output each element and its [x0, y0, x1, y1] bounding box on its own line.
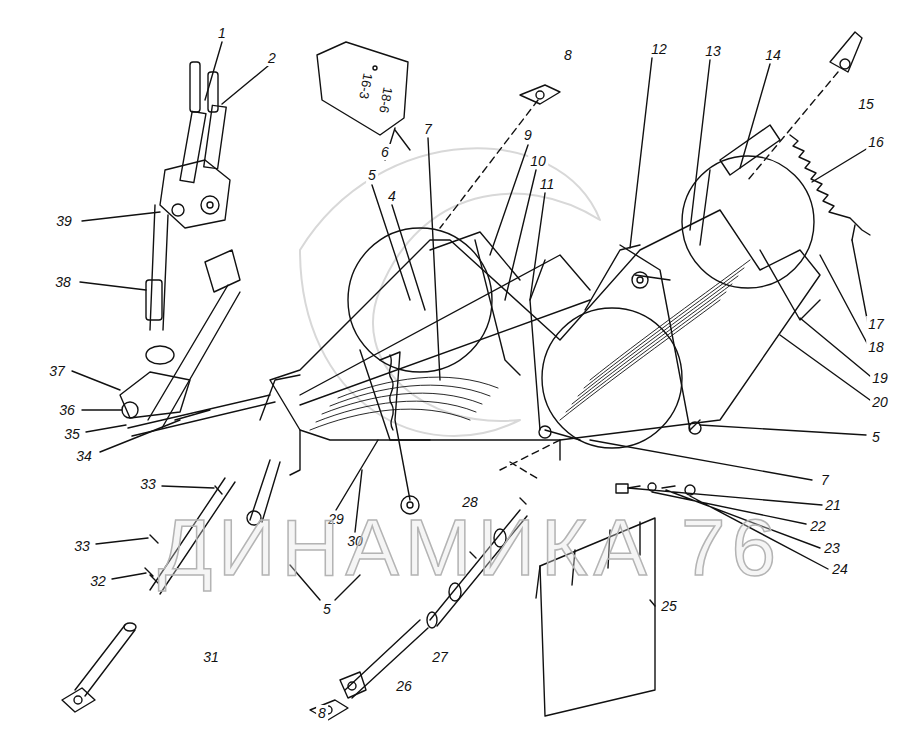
callout-number: 12 [649, 41, 669, 57]
callout-number: 20 [870, 394, 890, 410]
callout-number: 7 [819, 472, 831, 488]
callout-number: 14 [763, 47, 783, 63]
callout-number: 26 [394, 678, 414, 694]
callout-number: 11 [538, 176, 557, 192]
callout-number: 22 [808, 518, 828, 534]
callout-number: 27 [430, 649, 450, 665]
callout-number: 24 [830, 561, 850, 577]
watermark: ДИНАМИКА 76 [158, 508, 782, 588]
callout-number: 5 [321, 601, 333, 617]
callout-number: 17 [866, 316, 886, 332]
callout-number: 13 [703, 43, 723, 59]
callout-number: 8 [316, 705, 328, 721]
callout-number: 10 [528, 153, 548, 169]
callout-number: 8 [562, 47, 574, 63]
callout-number: 16 [866, 134, 886, 150]
callout-number: 39 [54, 213, 74, 229]
callout-number: 4 [386, 188, 398, 204]
callout-number: 33 [138, 476, 158, 492]
callout-number: 7 [422, 121, 434, 137]
callout-number: 1 [216, 25, 228, 41]
callout-number: 21 [823, 497, 843, 513]
callout-number: 15 [856, 96, 876, 112]
callout-number: 34 [74, 448, 94, 464]
callout-number: 9 [522, 127, 534, 143]
callout-number: 19 [870, 370, 890, 386]
callout-number: 18 [866, 339, 886, 355]
callout-number: 36 [57, 402, 77, 418]
callout-number: 2 [266, 50, 278, 66]
callout-number: 6 [379, 144, 391, 160]
callout-number: 5 [870, 429, 882, 445]
tag-text: 18-6 [376, 84, 396, 116]
callout-number: 31 [201, 649, 221, 665]
tag-text: 16-3 [356, 70, 376, 102]
callout-number: 38 [53, 274, 73, 290]
callout-number: 33 [72, 538, 92, 554]
callout-number: 5 [366, 167, 378, 183]
callout-number: 25 [659, 598, 679, 614]
callout-number: 35 [62, 426, 82, 442]
callout-number: 37 [47, 363, 67, 379]
callout-number: 32 [88, 573, 108, 589]
callout-number: 23 [822, 540, 842, 556]
